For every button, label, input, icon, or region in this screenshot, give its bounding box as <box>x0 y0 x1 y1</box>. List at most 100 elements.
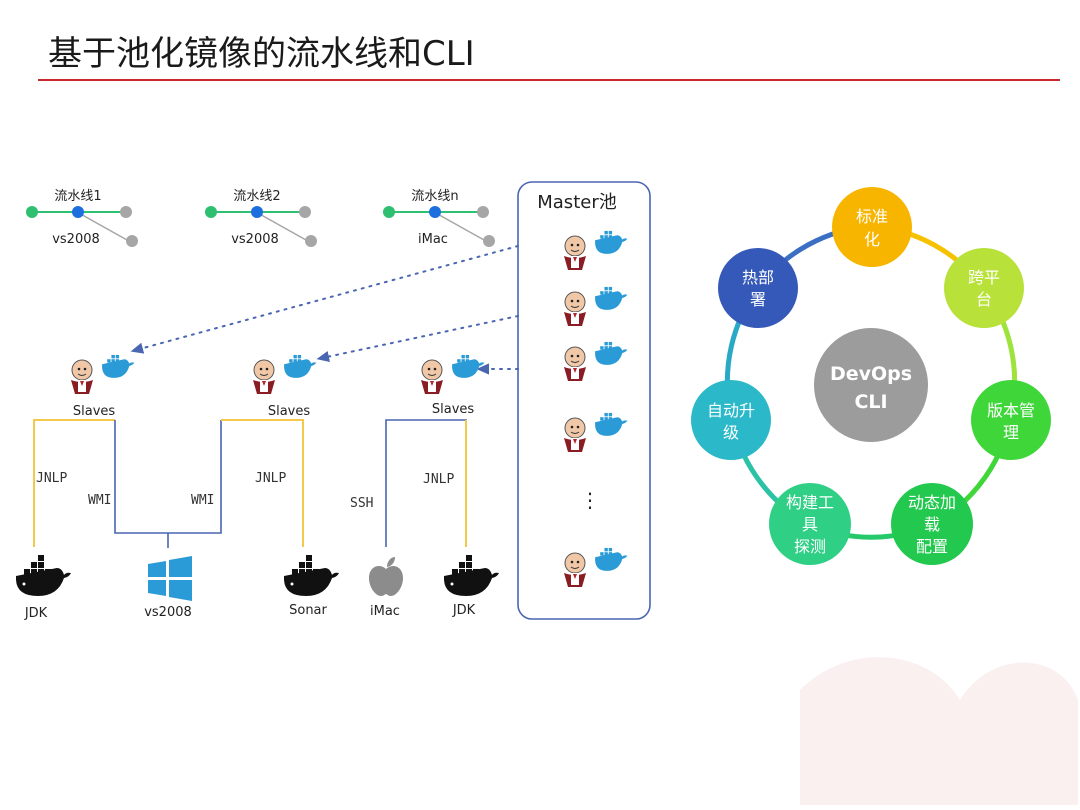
pipeline-stage-dot <box>126 235 138 247</box>
jenkins-icon <box>563 417 587 453</box>
jnlp-label: JNLP <box>255 471 286 486</box>
docker-icon <box>452 354 485 378</box>
docker-icon <box>595 341 628 365</box>
pipeline-stage-dot <box>120 206 132 218</box>
pipeline-n: 流水线n iMac <box>383 189 495 247</box>
cli-node-line: 理 <box>1003 423 1019 442</box>
pipeline-stage-dot <box>429 206 441 218</box>
docker-icon <box>284 354 317 378</box>
jnlp-label: JNLP <box>423 472 454 487</box>
cli-node-line: 自动升 <box>707 401 755 420</box>
cli-center-line: CLI <box>854 391 887 413</box>
cli-node-line: 探测 <box>794 537 826 556</box>
pipeline-stage-dot <box>299 206 311 218</box>
cli-node-line: 台 <box>976 290 992 309</box>
docker-icon <box>444 555 499 596</box>
docker-icon <box>595 547 628 571</box>
jenkins-icon <box>563 346 587 382</box>
target-vs2008: vs2008 <box>144 556 192 620</box>
master-pool-instance <box>563 341 628 382</box>
jenkins-icon <box>70 359 94 395</box>
docker-icon <box>595 286 628 310</box>
slave-node-1: Slaves <box>70 354 135 419</box>
slave-node-2: Slaves <box>252 354 317 419</box>
cli-node-version-management: 版本管 理 <box>971 380 1051 460</box>
cli-node-line: 级 <box>723 423 739 442</box>
cli-node-line: 构建工 <box>786 493 834 512</box>
master-pool-instance <box>563 230 628 271</box>
title-divider <box>38 79 1060 81</box>
cli-node-line: 标准 <box>856 207 888 226</box>
pipeline-stage-dot <box>205 206 217 218</box>
slaves-label: Slaves <box>73 404 116 419</box>
pipeline-branch <box>76 211 128 241</box>
pipeline-label: vs2008 <box>231 232 279 247</box>
pipeline-stage-dot <box>383 206 395 218</box>
slave-node-3: Slaves <box>420 354 485 417</box>
cli-node-line: 跨平 <box>968 268 1000 287</box>
pipeline-name: 流水线1 <box>54 189 101 204</box>
cli-node-hot-deploy: 热部 署 <box>718 248 798 328</box>
target-jdk-1: JDK <box>16 555 71 621</box>
pipeline-label: iMac <box>418 232 448 247</box>
cli-node-build-tool-detection: 构建工 具 探测 <box>769 483 851 565</box>
wmi-link <box>114 420 222 534</box>
cli-node-cross-platform: 跨平 台 <box>944 248 1024 328</box>
cli-node-line: 版本管 <box>987 401 1035 420</box>
cli-node-line: 配置 <box>916 537 948 556</box>
wmi-label: WMI <box>88 493 111 508</box>
target-label: vs2008 <box>144 605 192 620</box>
target-label: Sonar <box>289 603 327 618</box>
jnlp-link <box>33 419 115 547</box>
cli-center-line: DevOps <box>830 363 912 385</box>
target-label: JDK <box>452 603 476 618</box>
master-pool-label: Master池 <box>537 192 616 213</box>
dispatch-arrow <box>316 315 519 363</box>
pipeline-stage-dot <box>26 206 38 218</box>
cli-center <box>814 328 928 442</box>
target-label: JDK <box>24 606 48 621</box>
pipeline-stage-dot <box>305 235 317 247</box>
cli-node-line: 化 <box>864 230 880 249</box>
cli-node-standardize: 标准 化 <box>832 187 912 267</box>
pipeline-name: 流水线n <box>411 189 458 204</box>
apple-icon <box>369 557 403 596</box>
master-pool-instance <box>563 286 628 327</box>
jenkins-icon <box>563 291 587 327</box>
slaves-label: Slaves <box>268 404 311 419</box>
page-title: 基于池化镜像的流水线和CLI <box>48 34 475 74</box>
slaves-label: Slaves <box>432 402 475 417</box>
pipeline-stage-dot <box>483 235 495 247</box>
docker-icon <box>284 555 339 596</box>
pipeline-stage-dot <box>477 206 489 218</box>
docker-icon <box>16 555 71 596</box>
pipeline-label: vs2008 <box>52 232 100 247</box>
target-jdk-2: JDK <box>444 555 499 618</box>
target-label: iMac <box>370 604 400 619</box>
cli-node-line: 载 <box>924 515 940 534</box>
cli-node-line: 热部 <box>742 268 774 287</box>
cli-node-auto-upgrade: 自动升 级 <box>691 380 771 460</box>
jenkins-icon <box>252 359 276 395</box>
pipeline-stage-dot <box>72 206 84 218</box>
docker-icon <box>595 412 628 436</box>
master-pool-instance <box>563 412 628 453</box>
pipeline-branch <box>255 211 307 241</box>
pipeline-2: 流水线2 vs2008 <box>205 189 317 247</box>
cli-ring: DevOps CLI 标准 化 跨平 台 版本管 理 动态加 载 配置 构建工 … <box>691 187 1051 565</box>
pipeline-name: 流水线2 <box>233 189 280 204</box>
jenkins-icon <box>563 552 587 588</box>
master-pool-ellipsis: ⋮ <box>580 488 600 512</box>
cli-node-line: 具 <box>802 515 818 534</box>
master-pool-frame <box>517 181 651 620</box>
jenkins-icon <box>420 359 444 395</box>
windows-icon <box>148 556 192 601</box>
target-imac: iMac <box>369 557 403 619</box>
pipeline-stage-dot <box>251 206 263 218</box>
cli-node-line: 动态加 <box>908 493 956 512</box>
jnlp-link <box>221 419 304 547</box>
docker-icon <box>102 354 135 378</box>
cli-node-dynamic-config: 动态加 载 配置 <box>891 483 973 565</box>
master-pool-instance <box>563 547 628 588</box>
